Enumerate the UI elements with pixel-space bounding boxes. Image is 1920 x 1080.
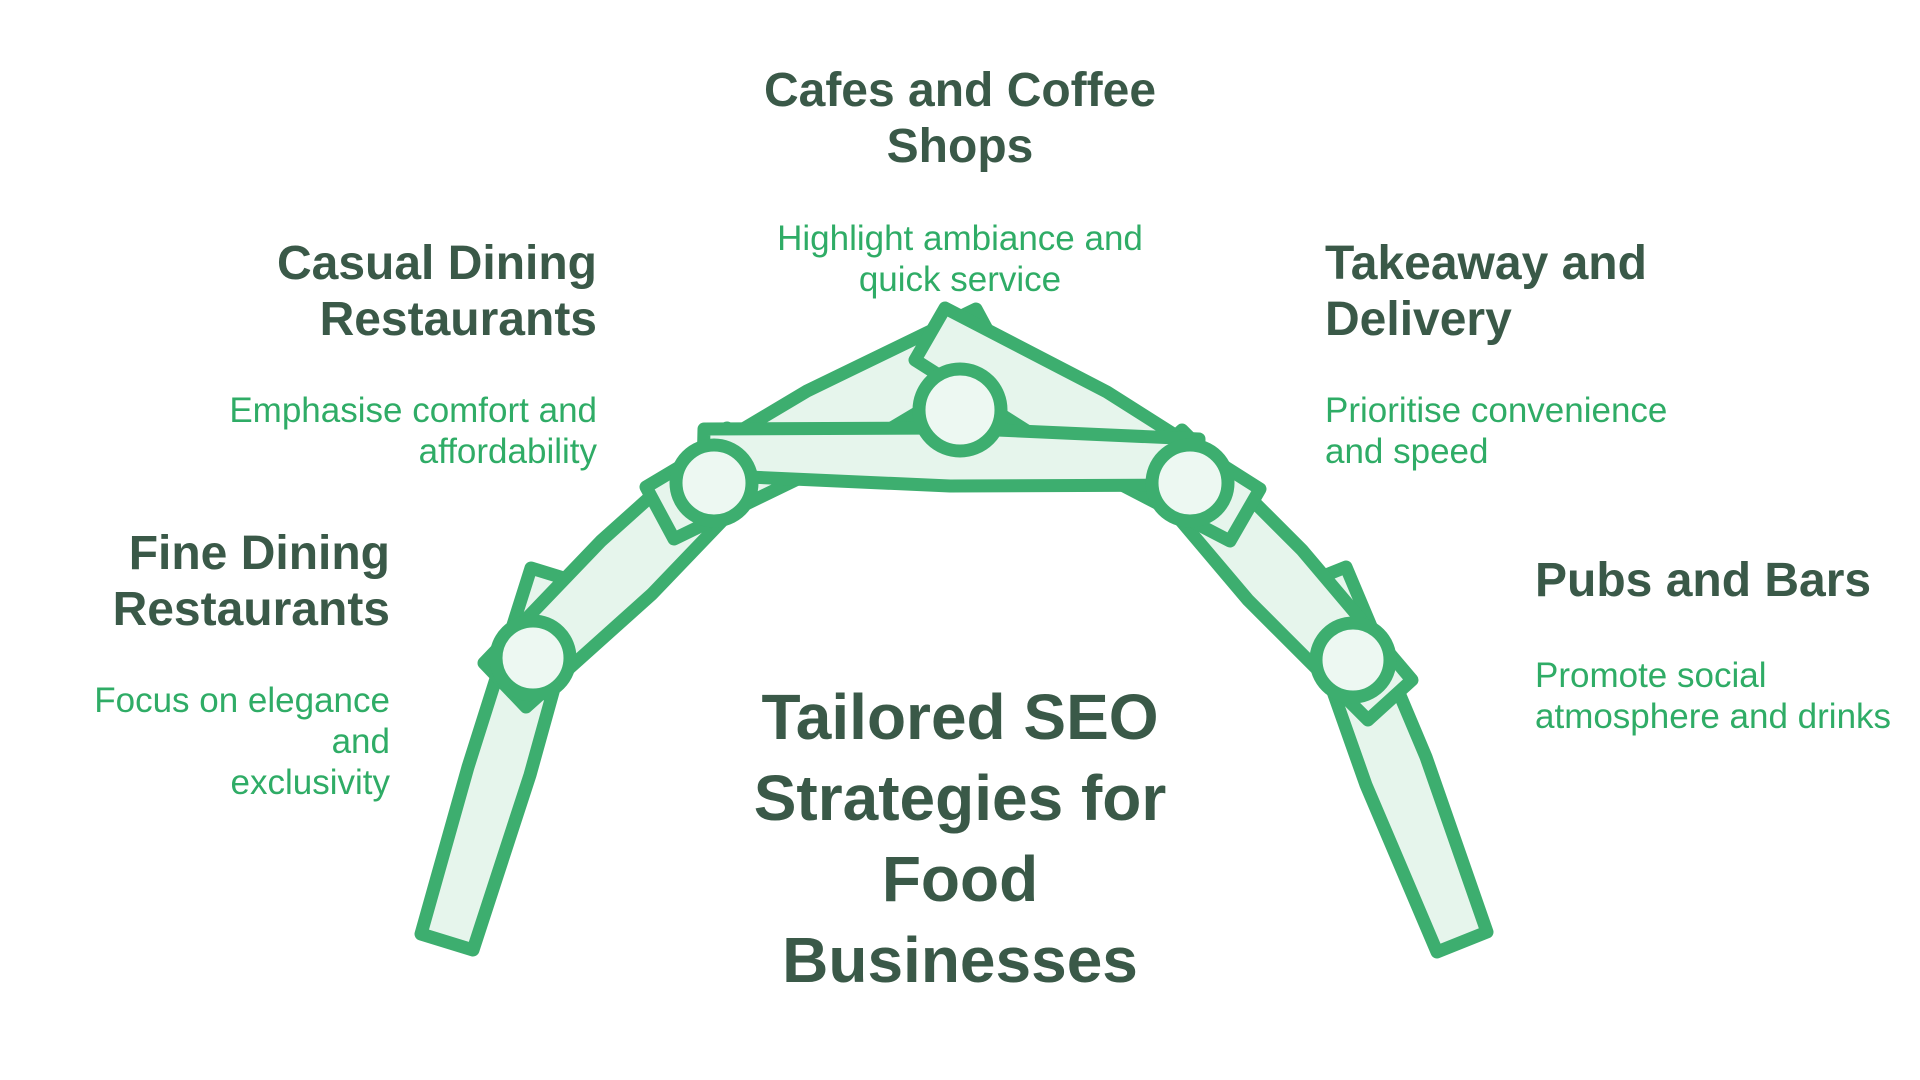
arch-tie-plank <box>696 421 1206 493</box>
section-heading: Pubs and Bars <box>1535 554 1872 607</box>
section-takeaway-and-delivery: Takeaway and Delivery Prioritise conveni… <box>1325 218 1845 490</box>
section-casual-dining-restaurants: Casual Dining Restaurants Emphasise comf… <box>77 218 597 490</box>
joint-circle-far-left <box>489 614 577 702</box>
section-heading: Takeaway and Delivery <box>1325 237 1647 346</box>
section-cafes-and-coffee-shops: Cafes and Coffee Shops Highlight ambianc… <box>660 45 1260 318</box>
section-heading: Casual Dining Restaurants <box>276 237 597 346</box>
section-heading: Fine Dining Restaurants <box>112 527 390 636</box>
joint-circle-mid-right <box>1145 438 1235 528</box>
section-fine-dining-restaurants: Fine Dining Restaurants Focus on eleganc… <box>70 508 390 821</box>
joint-circle-far-right <box>1309 616 1397 704</box>
section-subtitle: Prioritise convenience and speed <box>1325 391 1668 471</box>
page-title: Tailored SEO Strategies for Food Busines… <box>753 681 1167 996</box>
section-subtitle: Highlight ambiance and quick service <box>777 219 1143 299</box>
section-subtitle: Promote social atmosphere and drinks <box>1535 656 1892 736</box>
joint-circle-apex <box>912 362 1008 458</box>
section-subtitle: Emphasise comfort and affordability <box>229 391 597 471</box>
section-heading: Cafes and Coffee Shops <box>763 64 1157 173</box>
section-pubs-and-bars: Pubs and Bars Promote social atmosphere … <box>1535 535 1915 755</box>
joint-circle-mid-left <box>669 438 759 528</box>
section-subtitle: Focus on elegance and exclusivity <box>94 681 390 802</box>
